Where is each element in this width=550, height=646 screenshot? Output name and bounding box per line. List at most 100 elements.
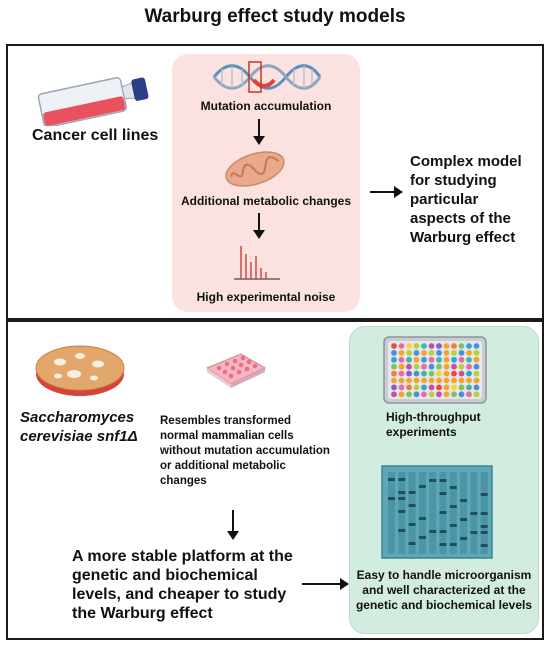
plate-well bbox=[458, 343, 465, 349]
step-high-experimental-noise: High experimental noise bbox=[196, 290, 336, 304]
gel-band bbox=[388, 497, 395, 500]
plate-well bbox=[473, 343, 480, 349]
gel-band bbox=[480, 512, 488, 515]
gel-band bbox=[418, 485, 426, 488]
gel-lane bbox=[388, 472, 395, 554]
plate-well bbox=[466, 363, 472, 370]
plate-well bbox=[391, 370, 397, 377]
mitochondrion-icon bbox=[225, 151, 285, 187]
arrow-down-bottom bbox=[227, 510, 239, 540]
plate-well bbox=[421, 363, 427, 370]
plate-well bbox=[436, 384, 442, 391]
gel-band bbox=[460, 518, 468, 521]
gel-lane bbox=[460, 472, 468, 554]
plate-well bbox=[406, 363, 412, 370]
plate-well bbox=[443, 363, 450, 370]
plate-well bbox=[451, 384, 457, 391]
plate-well bbox=[451, 343, 457, 349]
plate-well bbox=[406, 350, 412, 356]
96-well-plate-icon bbox=[383, 336, 487, 404]
plate-well bbox=[451, 370, 457, 377]
plate-well bbox=[391, 391, 397, 398]
plate-well bbox=[473, 391, 480, 398]
gel-band bbox=[470, 512, 478, 515]
gel-band bbox=[449, 543, 457, 546]
plate-well bbox=[458, 350, 465, 356]
gel-band bbox=[398, 497, 406, 500]
gel-band bbox=[449, 486, 457, 489]
arrow-down-1 bbox=[253, 119, 265, 145]
top-panel bbox=[6, 44, 544, 320]
plate-well bbox=[443, 370, 450, 377]
plate-well bbox=[413, 370, 420, 377]
plate-well bbox=[421, 350, 427, 356]
plate-well bbox=[451, 363, 457, 370]
gel-band bbox=[398, 478, 406, 481]
plate-well bbox=[466, 384, 472, 391]
plate-well bbox=[458, 363, 465, 370]
bottom-panel bbox=[6, 320, 544, 640]
plate-well bbox=[406, 370, 412, 377]
plate-well bbox=[398, 377, 405, 384]
bottom-outcome-text: A more stable platform at the genetic an… bbox=[72, 548, 293, 622]
gel-band bbox=[480, 493, 488, 496]
gel-band bbox=[388, 478, 395, 481]
plate-well bbox=[458, 377, 465, 384]
gel-band bbox=[439, 543, 447, 546]
plate-well bbox=[398, 370, 405, 377]
gel-band bbox=[460, 537, 468, 540]
plate-well bbox=[406, 356, 412, 363]
plate-well bbox=[458, 370, 465, 377]
advantage-high-throughput: High-throughput experiments bbox=[386, 410, 481, 439]
plate-well bbox=[398, 343, 405, 349]
plate-well bbox=[391, 363, 397, 370]
plate-well bbox=[398, 384, 405, 391]
plate-well bbox=[458, 356, 465, 363]
plate-well bbox=[391, 377, 397, 384]
plate-well bbox=[413, 356, 420, 363]
plate-well bbox=[436, 343, 442, 349]
gel-band bbox=[429, 479, 437, 482]
arrow-down-2 bbox=[253, 213, 265, 239]
gel-band bbox=[480, 544, 488, 547]
plate-well bbox=[443, 356, 450, 363]
plate-well bbox=[451, 356, 457, 363]
plate-well bbox=[421, 343, 427, 349]
arrow-right-bottom bbox=[302, 578, 349, 590]
plate-well bbox=[391, 350, 397, 356]
plate-well bbox=[391, 384, 397, 391]
step-mutation-accumulation: Mutation accumulation bbox=[200, 99, 332, 113]
gel-band bbox=[398, 510, 406, 513]
gel-lane bbox=[429, 472, 437, 554]
yeast-description: Resembles transformed normal mammalian c… bbox=[160, 415, 330, 487]
gel-band bbox=[429, 530, 437, 533]
plate-well bbox=[473, 356, 480, 363]
plate-well bbox=[421, 384, 427, 391]
plate-well bbox=[436, 356, 442, 363]
gel-lane bbox=[408, 472, 416, 554]
petri-dish-icon bbox=[35, 345, 125, 396]
cancer-process-box bbox=[172, 54, 360, 312]
gel-electrophoresis-icon bbox=[381, 465, 493, 559]
plate-well bbox=[398, 356, 405, 363]
yeast-model-label: Saccharomyces cerevisiae snf1Δ bbox=[20, 409, 138, 445]
plate-well bbox=[391, 356, 397, 363]
plate-well bbox=[436, 363, 442, 370]
plate-well bbox=[428, 350, 435, 356]
dna-icon bbox=[212, 61, 322, 93]
plate-well bbox=[436, 370, 442, 377]
plate-well bbox=[466, 370, 472, 377]
plate-well bbox=[421, 391, 427, 398]
plate-well bbox=[428, 356, 435, 363]
plate-well bbox=[451, 377, 457, 384]
step-additional-metabolic-changes: Additional metabolic changes bbox=[180, 194, 352, 208]
plate-well bbox=[398, 350, 405, 356]
plate-well bbox=[473, 377, 480, 384]
plate-well bbox=[398, 363, 405, 370]
plate-well bbox=[421, 377, 427, 384]
plate-well bbox=[436, 391, 442, 398]
plate-well bbox=[428, 377, 435, 384]
plate-well bbox=[443, 377, 450, 384]
plate-well bbox=[413, 377, 420, 384]
plate-well bbox=[451, 391, 457, 398]
